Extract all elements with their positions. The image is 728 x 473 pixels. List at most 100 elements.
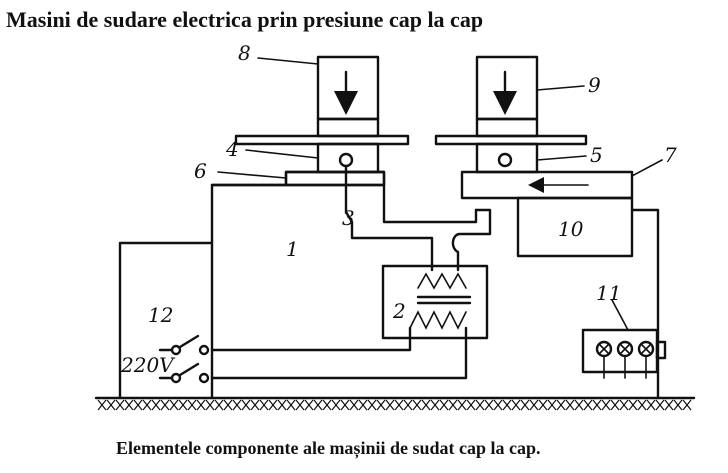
ground-hatch-stroke: [142, 399, 152, 411]
ground-hatch-stroke: [124, 399, 134, 411]
ground-hatch-stroke: [223, 399, 233, 411]
right-press-cylinder: [475, 55, 539, 138]
fixed-carriage: [284, 170, 386, 187]
right-electrode-lead: [451, 208, 492, 272]
ground-hatch-stroke: [97, 399, 107, 411]
ground-hatch-stroke: [358, 399, 368, 411]
label-frame: 1: [286, 237, 299, 261]
ground-hatch-stroke: [214, 399, 224, 411]
ground-hatch-stroke: [673, 399, 683, 411]
diagram-caption: Elementele componente ale mașinii de sud…: [116, 438, 541, 458]
label-voltage: 220V: [120, 353, 176, 377]
welding-transformer: [381, 264, 489, 340]
label-right-clamp: 5: [590, 143, 603, 167]
ground-hatch-stroke: [160, 399, 170, 411]
ground-hatch-stroke: [151, 399, 161, 411]
left-press-cylinder: [316, 55, 380, 138]
ground-hatch-stroke: [286, 399, 296, 411]
drive-unit: [516, 196, 634, 258]
ground-hatch-stroke: [106, 399, 116, 411]
ground-hatch-stroke: [682, 399, 692, 411]
label-right-press: 9: [588, 73, 601, 97]
ground-hatch-stroke: [385, 399, 395, 411]
left-electrode-contact: [338, 152, 354, 168]
ground-hatch-stroke: [169, 399, 179, 411]
ground-hatch-stroke: [295, 399, 305, 411]
ground-hatch-stroke: [322, 399, 332, 411]
ground-hatch-stroke: [313, 399, 323, 411]
right-clamp-jaw: [475, 142, 539, 174]
ground-hatch-stroke: [448, 399, 458, 411]
ground-hatch-stroke: [565, 399, 575, 411]
ground-hatch-stroke: [421, 399, 431, 411]
ground-hatch-stroke: [376, 399, 386, 411]
ground-hatch-stroke: [250, 399, 260, 411]
ground-hatch-stroke: [619, 399, 629, 411]
ground-hatch-stroke: [277, 399, 287, 411]
ground-hatch-stroke: [241, 399, 251, 411]
ground-hatch-stroke: [205, 399, 215, 411]
indicator-lamps: [595, 340, 655, 379]
label-left-press: 8: [238, 41, 251, 65]
ground-hatch-stroke: [475, 399, 485, 411]
label-conductor: 3: [342, 206, 355, 230]
ground-hatch-stroke: [664, 399, 674, 411]
ground-hatch-stroke: [457, 399, 467, 411]
ground-hatch-stroke: [412, 399, 422, 411]
ground-hatch-stroke: [628, 399, 638, 411]
ground-hatch-stroke: [520, 399, 530, 411]
ground-hatch-stroke: [430, 399, 440, 411]
ground-hatch-stroke: [466, 399, 476, 411]
ground-hatch-stroke: [187, 399, 197, 411]
label-moving-carriage: 7: [664, 143, 677, 167]
ground-hatch-stroke: [439, 399, 449, 411]
label-drive-unit: 10: [558, 217, 584, 241]
label-transformer: 2: [392, 299, 406, 323]
ground-hatch-stroke: [610, 399, 620, 411]
ground-hatch-stroke: [268, 399, 278, 411]
ground-hatch-stroke: [484, 399, 494, 411]
ground-hatch-stroke: [646, 399, 656, 411]
mains-switch: [158, 334, 210, 384]
ground-hatch-stroke: [547, 399, 557, 411]
ground-hatch-stroke: [637, 399, 647, 411]
ground-hatch-stroke: [259, 399, 269, 411]
label-switch-cabinet: 12: [148, 303, 173, 327]
ground-hatch-stroke: [556, 399, 566, 411]
control-panel-handle: [655, 340, 667, 360]
secondary-winding: [417, 272, 467, 290]
ground-hatch-stroke: [331, 399, 341, 411]
ground-hatch-stroke: [493, 399, 503, 411]
ground-hatch-stroke: [367, 399, 377, 411]
ground-hatch-stroke: [232, 399, 242, 411]
primary-lead-right: [210, 326, 468, 380]
ground-hatch-stroke: [196, 399, 206, 411]
ground-hatch-stroke: [394, 399, 404, 411]
ground-hatch-stroke: [304, 399, 314, 411]
primary-winding: [409, 310, 467, 330]
ground-hatch-stroke: [403, 399, 413, 411]
leader-lines: [217, 57, 663, 331]
ground-hatch-stroke: [601, 399, 611, 411]
ground-hatch-stroke: [655, 399, 665, 411]
ground-hatch-stroke: [133, 399, 143, 411]
primary-lead-left: [210, 326, 412, 352]
switch-cabinet: [118, 241, 214, 400]
ground-hatch-stroke: [583, 399, 593, 411]
ground-hatch-stroke: [115, 399, 125, 411]
ground-hatch-stroke: [592, 399, 602, 411]
ground-hatch-stroke: [340, 399, 350, 411]
drive-unit-support: [630, 208, 660, 400]
ground-hatch-stroke: [529, 399, 539, 411]
ground-hatch-stroke: [502, 399, 512, 411]
ground-hatch-stroke: [538, 399, 548, 411]
ground-hatch-stroke: [511, 399, 521, 411]
ground-hatch-stroke: [178, 399, 188, 411]
ground-hatch-stroke: [349, 399, 359, 411]
label-control-panel: 11: [596, 281, 621, 305]
label-left-clamp: 4: [225, 137, 239, 161]
diagram-title: Masini de sudare electrica prin presiune…: [6, 7, 484, 32]
left-clamp-jaw: [316, 142, 380, 174]
label-fixed-carriage: 6: [194, 159, 207, 183]
